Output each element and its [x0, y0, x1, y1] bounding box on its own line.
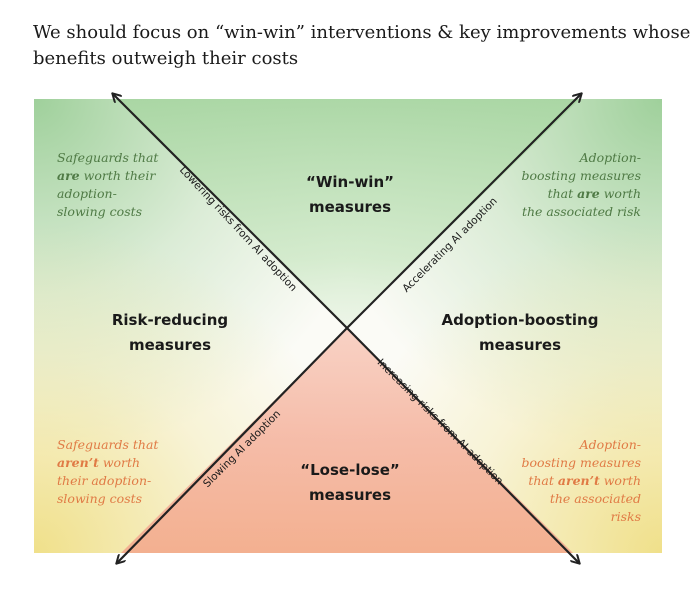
note-top-left: Safeguards that are worth their adoption…	[57, 149, 158, 221]
note-bottom-right-line-3-start: that	[528, 473, 558, 488]
note-top-right-line-3: that are worth	[522, 185, 641, 203]
note-bottom-right-emphasis: aren’t	[557, 473, 600, 488]
note-bottom-right-line-2: boosting measures	[521, 455, 641, 470]
note-top-left-emphasis: are	[57, 168, 80, 183]
note-bottom-right: Adoption- boosting measures that aren’t …	[522, 436, 641, 526]
win-win-subtitle: measures	[308, 198, 392, 216]
note-top-right-line-2: boosting measures	[521, 168, 641, 183]
note-bottom-left: Safeguards that aren’t worth their adopt…	[57, 436, 158, 508]
quadrant-risk-reducing: Risk-reducing measures	[90, 308, 250, 358]
note-bottom-right-line-4: the associated	[549, 491, 641, 506]
note-top-right-line-3-start: that	[547, 186, 578, 201]
axis-upper-right-arrow	[346, 94, 581, 329]
note-bottom-left-line-3: their adoption-	[57, 473, 152, 488]
note-top-right-emphasis: are	[577, 186, 600, 201]
note-top-left-line-2-rest: worth their	[79, 168, 156, 183]
adoption-boosting-title: Adoption-boosting	[441, 311, 599, 329]
win-win-region	[116, 99, 580, 328]
note-top-right-line-4: the associated risk	[521, 204, 641, 219]
title-line-2: benefits outweigh their costs	[33, 48, 299, 69]
note-top-right-line-3-end: worth	[599, 186, 641, 201]
note-bottom-right-line-5: risks	[610, 509, 641, 524]
note-top-right-line-1: Adoption-	[579, 150, 641, 165]
note-top-left-line-2: are worth their	[57, 167, 158, 185]
adoption-boosting-subtitle: measures	[478, 336, 562, 354]
quadrant-lose-lose: “Lose-lose” measures	[280, 458, 420, 508]
note-bottom-right-line-3-end: worth	[599, 473, 641, 488]
title-line-1: We should focus on “win-win” interventio…	[33, 22, 691, 43]
win-win-title: “Win-win”	[306, 173, 394, 191]
quadrant-adoption-boosting: Adoption-boosting measures	[425, 308, 615, 358]
quadrant-win-win: “Win-win” measures	[290, 170, 410, 220]
axis-lower-right-arrow	[346, 327, 579, 563]
note-bottom-left-line-4: slowing costs	[57, 491, 143, 506]
axis-lower-left-arrow	[117, 327, 348, 563]
axis-upper-left-arrow	[113, 94, 348, 329]
note-bottom-left-line-2-rest: worth	[98, 455, 141, 470]
note-bottom-right-line-3: that aren’t worth	[522, 472, 641, 490]
note-bottom-right-line-1: Adoption-	[579, 437, 641, 452]
risk-reducing-title: Risk-reducing	[111, 311, 229, 329]
lose-lose-region	[121, 328, 573, 553]
note-top-right: Adoption- boosting measures that are wor…	[522, 149, 641, 221]
note-top-left-line-4: slowing costs	[57, 204, 143, 219]
note-top-left-line-3: adoption-	[57, 186, 117, 201]
note-bottom-left-line-1: Safeguards that	[57, 437, 159, 452]
lose-lose-title: “Lose-lose”	[300, 461, 400, 479]
page-title: We should focus on “win-win” interventio…	[33, 20, 691, 72]
note-top-left-line-1: Safeguards that	[57, 150, 159, 165]
lose-lose-subtitle: measures	[308, 486, 392, 504]
risk-reducing-subtitle: measures	[128, 336, 212, 354]
note-bottom-left-emphasis: aren’t	[57, 455, 99, 470]
note-bottom-left-line-2: aren’t worth	[57, 454, 158, 472]
